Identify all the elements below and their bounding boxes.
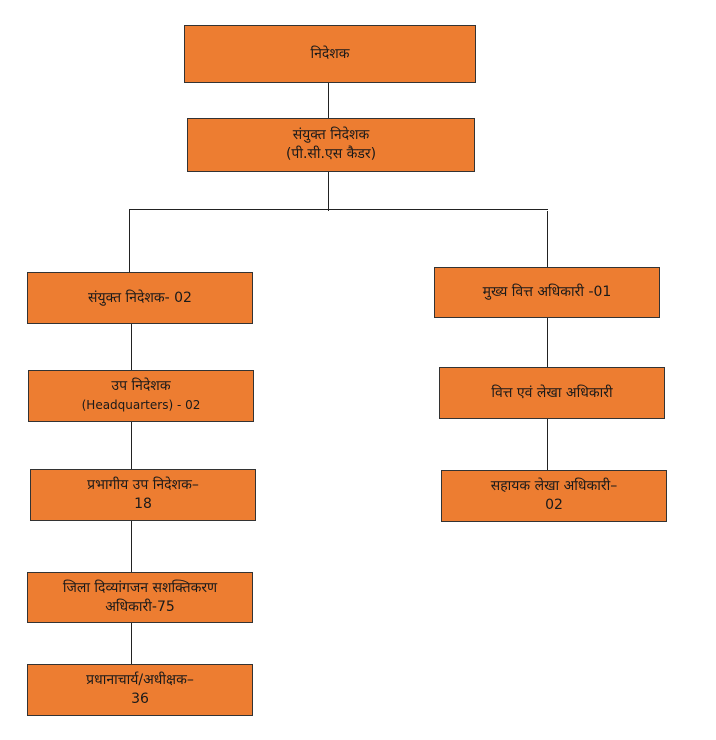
node-divisional-deputy-director-label: प्रभागीय उप निदेशक– (87, 477, 199, 493)
node-finance-accounts-officer-label: वित्त एवं लेखा अधिकारी (491, 384, 613, 401)
node-joint-director-pcs: संयुक्त निदेशक (पी.सी.एस कैडर) (187, 118, 475, 172)
node-district-officer: जिला दिव्यांगजन सशक्तिकरण अधिकारी-75 (27, 572, 253, 623)
node-principal-superintendent-count: 36 (131, 691, 149, 707)
connector-branch-horizontal (129, 209, 548, 210)
node-deputy-director-hq-sublabel: (Headquarters) - 02 (81, 398, 201, 412)
connector-left-1 (131, 323, 132, 371)
node-chief-finance-officer: मुख्य वित्त अधिकारी -01 (434, 267, 660, 318)
node-assistant-accounts-officer-count: 02 (545, 497, 563, 513)
node-joint-director-02: संयुक्त निदेशक- 02 (27, 272, 253, 324)
connector-right-1 (547, 317, 548, 368)
connector-right-2 (547, 418, 548, 471)
connector-left-4 (131, 622, 132, 665)
node-district-officer-sublabel: अधिकारी-75 (105, 598, 175, 615)
node-principal-superintendent-label: प्रधानाचार्य/अधीक्षक– (86, 672, 194, 688)
node-assistant-accounts-officer-label: सहायक लेखा अधिकारी– (490, 478, 618, 494)
connector-left-2 (131, 421, 132, 470)
node-deputy-director-hq-label: उप निदेशक (111, 378, 171, 394)
node-chief-finance-officer-label: मुख्य वित्त अधिकारी -01 (482, 284, 612, 300)
connector-joint-to-branch (328, 171, 329, 211)
node-deputy-director-hq: उप निदेशक (Headquarters) - 02 (28, 370, 254, 422)
node-principal-superintendent: प्रधानाचार्य/अधीक्षक– 36 (27, 664, 253, 716)
connector-branch-right-drop (547, 211, 548, 268)
node-director-label: निदेशक (310, 45, 350, 62)
node-divisional-deputy-director: प्रभागीय उप निदेशक– 18 (30, 469, 256, 521)
node-assistant-accounts-officer: सहायक लेखा अधिकारी– 02 (441, 470, 667, 522)
node-joint-director-pcs-label: संयुक्त निदेशक (292, 127, 370, 143)
node-finance-accounts-officer: वित्त एवं लेखा अधिकारी (439, 367, 665, 419)
node-joint-director-pcs-sublabel: (पी.सी.एस कैडर) (285, 146, 377, 162)
connector-branch-left-drop (129, 209, 130, 273)
connector-director-to-joint (328, 82, 329, 119)
node-joint-director-02-label: संयुक्त निदेशक- 02 (88, 289, 192, 306)
node-district-officer-label: जिला दिव्यांगजन सशक्तिकरण (62, 579, 218, 596)
node-director: निदेशक (184, 25, 476, 83)
node-divisional-deputy-director-count: 18 (134, 496, 152, 512)
connector-left-3 (131, 520, 132, 573)
